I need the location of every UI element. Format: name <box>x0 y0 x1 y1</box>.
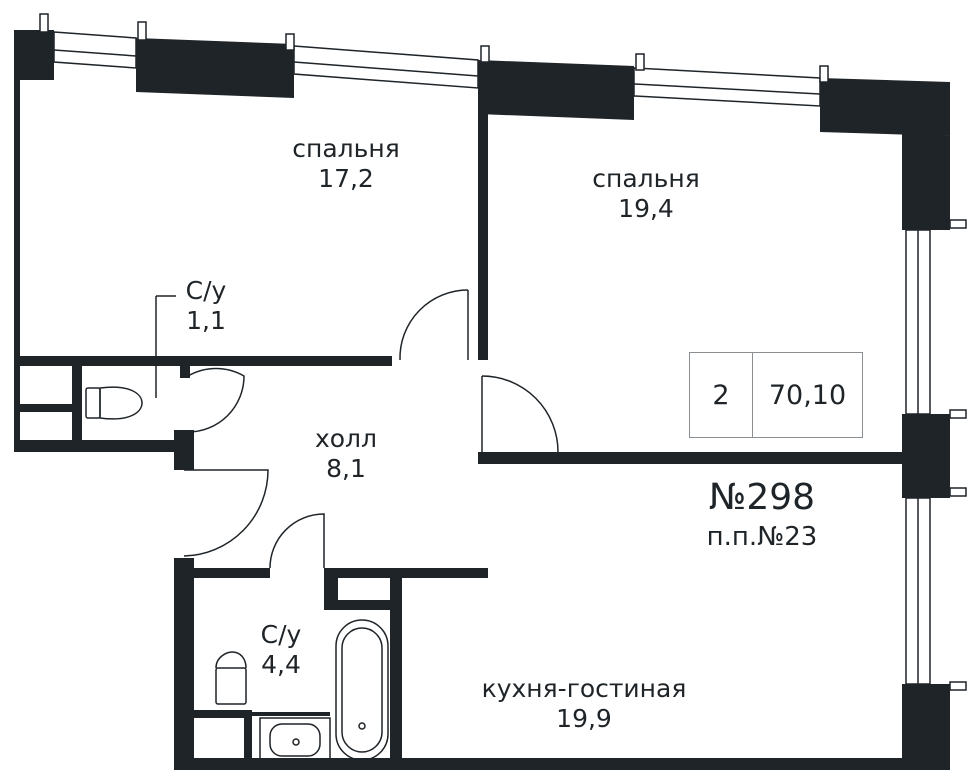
room-label-kitchen-living: кухня-гостиная 19,9 <box>482 674 687 734</box>
room-name: кухня-гостиная <box>481 674 687 703</box>
room-label-wc-2: С/у 4,4 <box>261 620 302 680</box>
room-name: холл <box>314 424 378 453</box>
room-area: 19,4 <box>618 194 674 223</box>
apartment-summary-box: 2 70,10 <box>689 352 863 438</box>
room-area: 19,9 <box>556 704 612 733</box>
room-name: спальня <box>292 134 400 163</box>
room-label-bedroom-2: спальня 19,4 <box>592 164 700 224</box>
room-area: 17,2 <box>318 164 374 193</box>
window-ticks <box>39 13 967 691</box>
room-label-wc-1: С/у 1,1 <box>186 276 227 336</box>
doors <box>155 289 559 569</box>
room-name: С/у <box>185 276 227 305</box>
room-label-bedroom-1: спальня 17,2 <box>292 134 400 194</box>
total-area: 70,10 <box>768 379 847 411</box>
room-area: 1,1 <box>186 306 226 335</box>
apartment-floor-ref: п.п.№23 <box>706 522 818 552</box>
walls <box>14 30 950 770</box>
room-area: 8,1 <box>326 454 366 483</box>
fixtures <box>85 386 389 763</box>
room-area: 4,4 <box>261 650 301 679</box>
apartment-number: №298 <box>708 477 816 518</box>
room-label-hall: холл 8,1 <box>315 424 377 484</box>
room-name: спальня <box>592 164 700 193</box>
rooms-count: 2 <box>690 353 753 437</box>
windows <box>53 31 931 685</box>
room-name: С/у <box>260 620 302 649</box>
